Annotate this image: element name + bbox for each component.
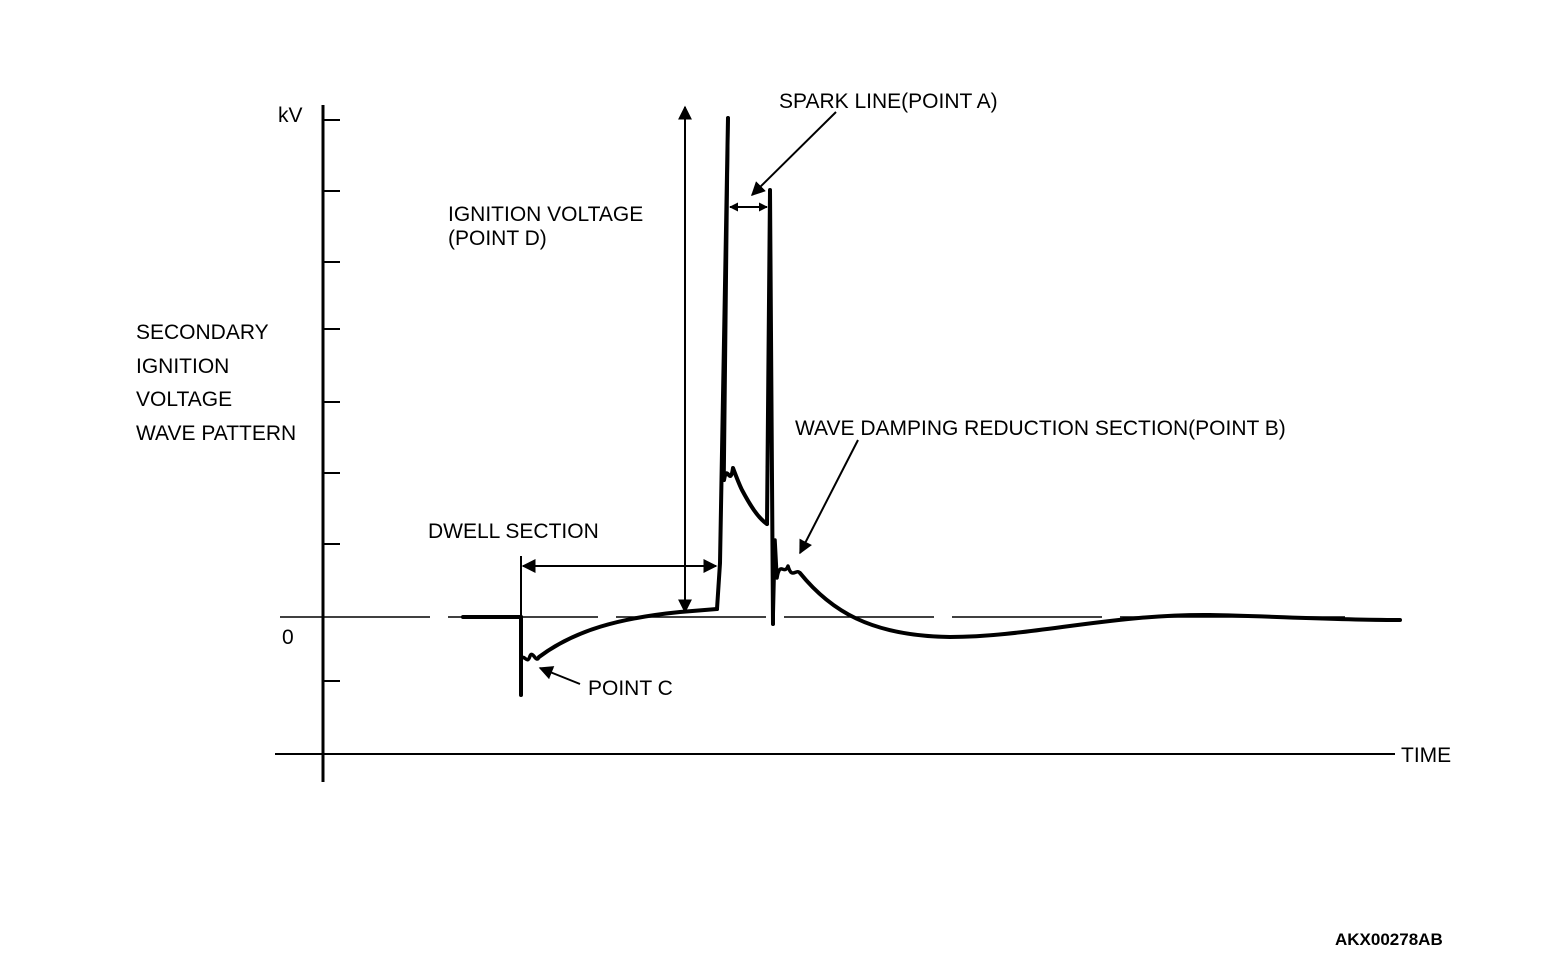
diagram-title: SECONDARY IGNITION VOLTAGE WAVE PATTERN <box>136 321 296 445</box>
waveform-dwell-curve <box>537 607 719 659</box>
zero-label: 0 <box>282 626 294 649</box>
waveform-decay-tail <box>798 571 1402 639</box>
title-line: IGNITION <box>136 355 229 378</box>
ignition-voltage-point-label: (POINT D) <box>448 227 547 250</box>
waveform-spike-fall <box>722 116 730 482</box>
spark-line-leader-arrow <box>751 111 837 196</box>
waveform-spark-line <box>722 466 769 526</box>
dwell-section-label: DWELL SECTION <box>428 520 599 543</box>
annotation-arrows <box>520 105 859 685</box>
waveform-damping-oscillation <box>771 538 802 626</box>
y-axis-unit-label: kV <box>278 104 303 127</box>
point-c-label: POINT C <box>588 677 673 700</box>
ignition-voltage-label: IGNITION VOLTAGE <box>448 203 643 226</box>
spark-line-label: SPARK LINE(POINT A) <box>779 90 998 113</box>
waveform-second-spike <box>765 188 775 626</box>
x-axis-label: TIME <box>1401 744 1451 767</box>
point-c-leader-arrow <box>538 666 581 685</box>
wave-damping-leader-arrow <box>799 439 859 555</box>
title-line: VOLTAGE <box>136 388 232 411</box>
figure-code: AKX00278AB <box>1335 930 1443 949</box>
wave-damping-label: WAVE DAMPING REDUCTION SECTION(POINT B) <box>795 417 1286 440</box>
title-line: SECONDARY <box>136 321 269 344</box>
title-line: WAVE PATTERN <box>136 422 296 445</box>
waveform <box>461 116 1402 697</box>
waveform-point-c-oscillation <box>519 652 541 662</box>
y-axis-ticks <box>323 119 340 682</box>
